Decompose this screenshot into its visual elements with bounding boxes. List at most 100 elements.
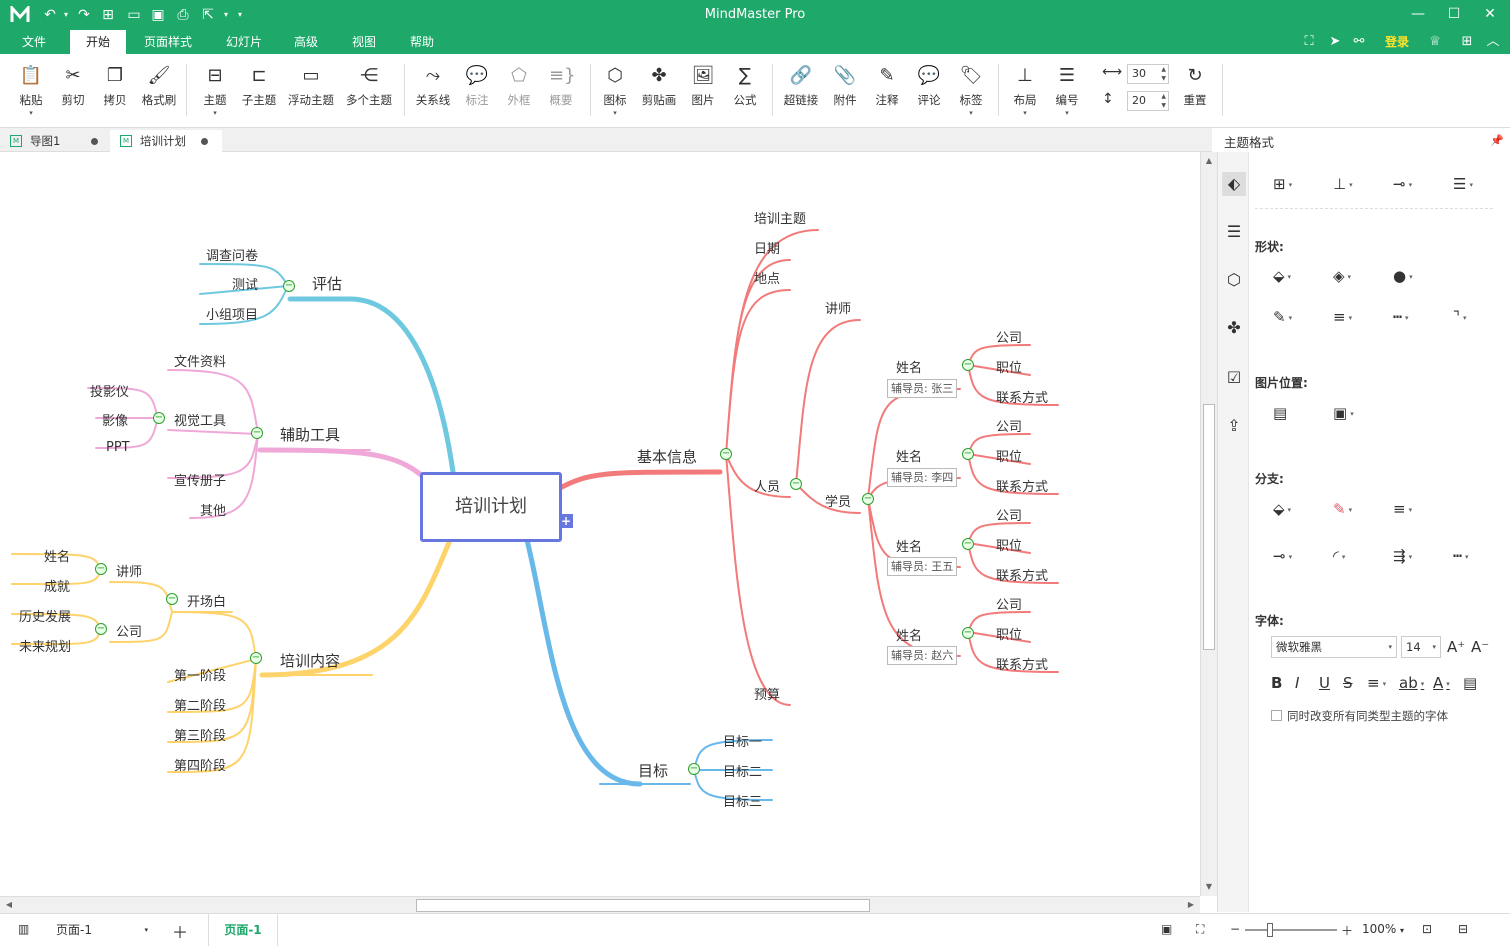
- bold-icon[interactable]: B: [1271, 674, 1283, 692]
- scroll-right-icon[interactable]: ▶: [1187, 900, 1195, 909]
- collapse-icon[interactable]: −: [166, 593, 178, 605]
- topic-stage-1[interactable]: 第一阶段: [174, 669, 227, 684]
- topic-contact[interactable]: 联系方式: [996, 569, 1049, 584]
- topic-student-name[interactable]: 姓名: [896, 450, 923, 465]
- formula-button[interactable]: ∑公式: [733, 65, 757, 107]
- share-icon[interactable]: ⚯: [1353, 34, 1365, 49]
- doc-tab-map1[interactable]: M 导图1: [0, 130, 110, 152]
- collapse-icon[interactable]: −: [862, 493, 874, 505]
- close-icon[interactable]: ✕: [1484, 6, 1496, 22]
- scroll-down-icon[interactable]: ▼: [1205, 882, 1213, 891]
- topic-company[interactable]: 公司: [996, 331, 1023, 346]
- redo-icon[interactable]: ↷: [78, 7, 90, 23]
- collapse-icon[interactable]: −: [962, 538, 974, 550]
- tab-slides[interactable]: 幻灯片: [226, 35, 263, 49]
- boundary-button[interactable]: ⬠外框: [507, 65, 531, 107]
- zoom-out-icon[interactable]: −: [1230, 922, 1241, 936]
- topic-name[interactable]: 姓名: [44, 550, 71, 565]
- collapse-ribbon-icon[interactable]: ︿: [1486, 34, 1500, 49]
- attachment-button[interactable]: 📎附件: [833, 65, 857, 107]
- new-file-icon[interactable]: ⊞: [102, 7, 114, 23]
- topic-goal-3[interactable]: 目标三: [723, 795, 763, 810]
- open-folder-icon[interactable]: ▭: [127, 7, 141, 23]
- topic-ppt[interactable]: PPT: [106, 440, 130, 455]
- numbering-button[interactable]: ☰编号▾: [1055, 65, 1079, 117]
- hyperlink-button[interactable]: 🔗超链接: [783, 65, 819, 107]
- unsaved-dot-icon[interactable]: [201, 138, 208, 145]
- topic-instructor[interactable]: 讲师: [825, 302, 852, 317]
- subtopic-button[interactable]: ⊏子主题: [241, 65, 277, 107]
- icon-button[interactable]: ⬡图标▾: [603, 65, 627, 117]
- font-size-select[interactable]: 14▾: [1401, 636, 1441, 658]
- format-paint-icon[interactable]: ⬖: [1222, 172, 1246, 196]
- topic-stage-2[interactable]: 第二阶段: [174, 699, 227, 714]
- topic-evaluation[interactable]: 评估: [312, 275, 343, 293]
- collapse-icon[interactable]: −: [153, 412, 165, 424]
- tab-file[interactable]: 文件: [22, 35, 47, 49]
- collapse-icon[interactable]: −: [962, 448, 974, 460]
- topic-training-content[interactable]: 培训内容: [280, 652, 341, 670]
- relationship-button[interactable]: ⤳关系线: [415, 65, 451, 107]
- topic-survey[interactable]: 调查问卷: [206, 249, 259, 264]
- dash-style-icon[interactable]: ┅▾: [1393, 308, 1409, 326]
- tab-page-style[interactable]: 页面样式: [144, 35, 193, 49]
- collapse-icon[interactable]: −: [95, 623, 107, 635]
- numbered-list-icon[interactable]: ☰▾: [1453, 175, 1473, 193]
- font-color-icon[interactable]: A▾: [1433, 674, 1450, 692]
- topic-file-materials[interactable]: 文件资料: [174, 355, 227, 370]
- highlight-icon[interactable]: ab▾: [1399, 674, 1425, 692]
- structure-icon[interactable]: ⊥▾: [1333, 175, 1353, 193]
- maximize-icon[interactable]: ☐: [1447, 6, 1461, 22]
- italic-icon[interactable]: I: [1295, 674, 1300, 692]
- text-box-icon[interactable]: ▤: [1463, 674, 1478, 692]
- topic-goal-1[interactable]: 目标一: [723, 735, 763, 750]
- branch-dash-icon[interactable]: ┅▾: [1453, 547, 1469, 565]
- add-page-icon[interactable]: ＋: [172, 923, 189, 942]
- topic-stage-4[interactable]: 第四阶段: [174, 759, 227, 774]
- tag-button[interactable]: 🏷标签▾: [959, 65, 983, 117]
- export-upload-icon[interactable]: ⇪: [1227, 416, 1241, 435]
- topic-company[interactable]: 公司: [996, 598, 1023, 613]
- shape-icon[interactable]: ◈▾: [1333, 267, 1352, 285]
- topic-aux-tools[interactable]: 辅助工具: [280, 426, 341, 444]
- picture-button[interactable]: 🖼图片: [691, 65, 715, 107]
- topic-position[interactable]: 职位: [996, 628, 1023, 643]
- paste-button[interactable]: 📋粘贴▾: [19, 65, 43, 117]
- undo-icon[interactable]: ↶: [44, 7, 56, 23]
- tab-help[interactable]: 帮助: [410, 35, 435, 49]
- horizontal-spacing-stepper[interactable]: 30▲▼: [1127, 64, 1169, 84]
- topic-other[interactable]: 其他: [200, 504, 227, 519]
- collapse-icon[interactable]: −: [250, 652, 262, 664]
- border-color-icon[interactable]: ✎▾: [1273, 308, 1293, 326]
- tab-home[interactable]: 开始: [70, 30, 126, 54]
- multiple-topics-button[interactable]: ⋲多个主题: [346, 65, 392, 107]
- task-calendar-icon[interactable]: ☑: [1226, 368, 1242, 387]
- topic-contact[interactable]: 联系方式: [996, 658, 1049, 673]
- topic-date[interactable]: 日期: [754, 242, 781, 257]
- save-icon[interactable]: ▣: [151, 7, 165, 23]
- zoom-slider[interactable]: [1245, 923, 1337, 937]
- unsaved-dot-icon[interactable]: [91, 138, 98, 145]
- fit-screen-icon[interactable]: ⛶: [1196, 922, 1205, 936]
- icon-gallery-icon[interactable]: ⬡: [1227, 270, 1241, 289]
- theme-skin-icon[interactable]: ♕: [1429, 34, 1441, 49]
- add-topic-icon[interactable]: +: [559, 514, 573, 528]
- topic-visual-tools[interactable]: 视觉工具: [174, 414, 227, 429]
- topic-position[interactable]: 职位: [996, 539, 1023, 554]
- topic-achievement[interactable]: 成就: [44, 580, 71, 595]
- topic-test[interactable]: 测试: [232, 278, 259, 293]
- strikethrough-icon[interactable]: S: [1343, 674, 1353, 692]
- fullscreen-icon[interactable]: ⛶: [1304, 34, 1314, 49]
- topic-history[interactable]: 历史发展: [19, 610, 72, 625]
- topic-people[interactable]: 人员: [754, 480, 781, 495]
- zoom-in-icon[interactable]: ＋: [1341, 924, 1354, 938]
- collapse-icon[interactable]: −: [962, 359, 974, 371]
- corner-icon[interactable]: ⌝▾: [1453, 308, 1467, 326]
- topic-company[interactable]: 公司: [116, 625, 143, 640]
- tutor-label[interactable]: 辅导员: 张三: [887, 379, 958, 398]
- branch-fill-icon[interactable]: ⬙▾: [1273, 500, 1292, 518]
- tab-advanced[interactable]: 高级: [294, 35, 319, 49]
- collapse-icon[interactable]: −: [688, 763, 700, 775]
- topic-trainees[interactable]: 学员: [825, 495, 852, 510]
- vertical-spacing-stepper[interactable]: 20▲▼: [1127, 91, 1169, 111]
